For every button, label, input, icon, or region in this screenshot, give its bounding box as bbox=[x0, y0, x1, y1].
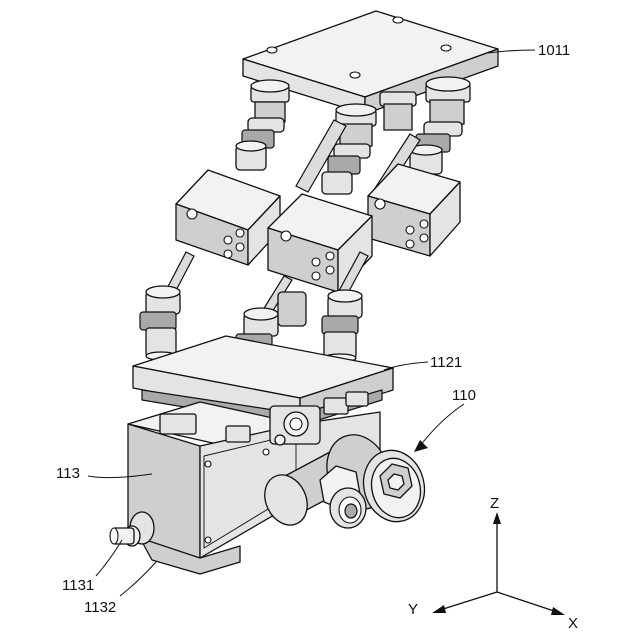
label-1011: 1011 bbox=[538, 42, 570, 59]
cube-block-left bbox=[176, 170, 280, 265]
label-110: 110 bbox=[452, 387, 476, 404]
label-1121: 1121 bbox=[430, 354, 462, 371]
axis-label-y: Y bbox=[408, 601, 418, 618]
arrow-110 bbox=[414, 404, 464, 452]
coordinate-axes: Z Y X bbox=[408, 495, 578, 632]
axis-label-x: X bbox=[568, 615, 578, 632]
label-1132: 1132 bbox=[84, 599, 116, 616]
label-113: 113 bbox=[56, 465, 80, 482]
axis-label-z: Z bbox=[490, 495, 499, 512]
label-1131: 1131 bbox=[62, 577, 94, 594]
